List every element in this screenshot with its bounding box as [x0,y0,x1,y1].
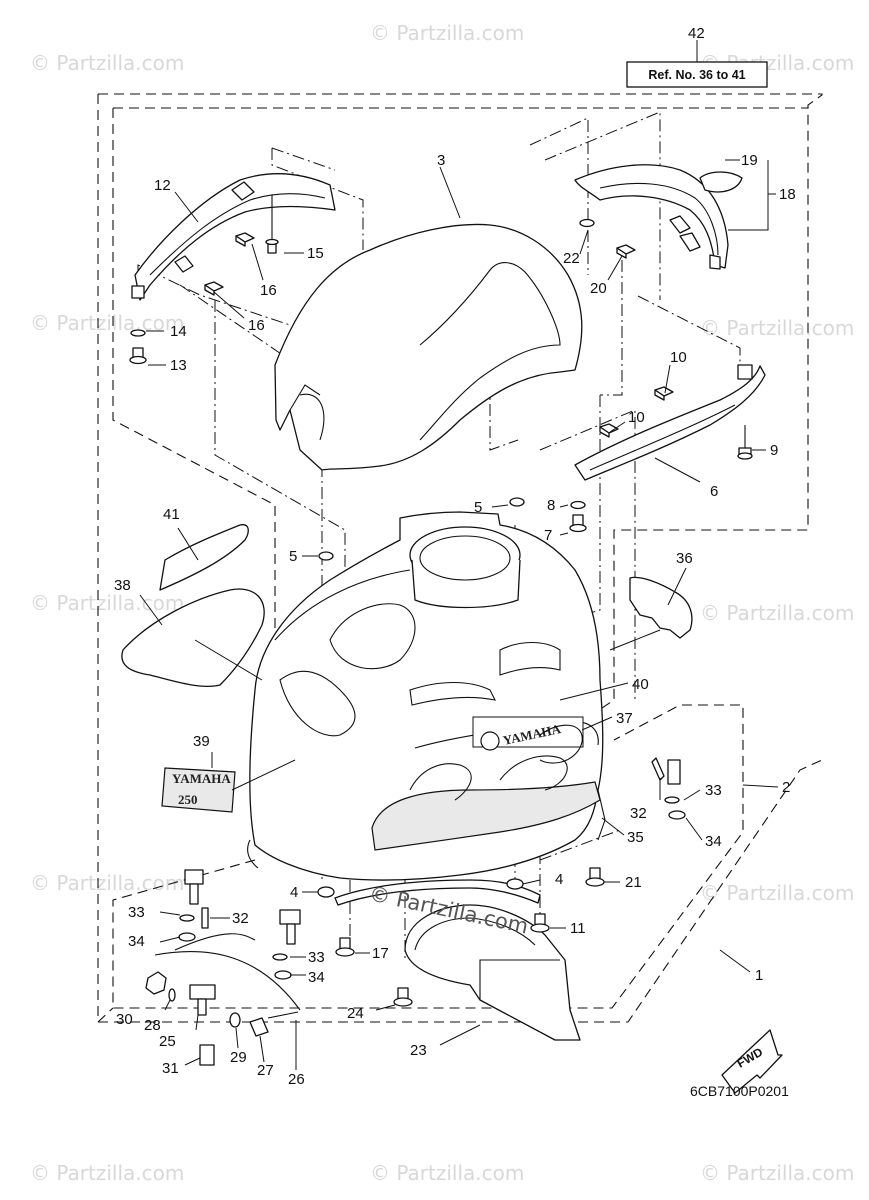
fasteners-top [129,195,753,561]
apron-seal-1 [334,879,541,906]
decal-brand-text: YAMAHA [172,771,231,786]
callout-21: 21 [625,874,642,891]
callout-38: 38 [114,577,131,594]
watermark: © Partzilla.com [30,51,184,75]
callout-37: 37 [616,710,633,727]
callout-25: 25 [159,1033,176,1050]
callout-33: 33 [705,782,722,799]
callout-4: 4 [555,871,563,888]
callout-4: 4 [290,884,298,901]
decal-38 [121,588,265,687]
callout-36: 36 [676,550,693,567]
callout-20: 20 [590,280,607,297]
watermark: © Partzilla.com [700,316,854,340]
watermark: © Partzilla.com [700,1161,854,1185]
callout-5: 5 [289,548,297,565]
ref-box-text: Ref. No. 36 to 41 [648,68,745,82]
callout-28: 28 [144,1017,161,1034]
decal-36 [629,576,693,639]
callout-17: 17 [372,945,389,962]
decal-41 [159,524,249,591]
callout-10: 10 [628,409,645,426]
callout-34: 34 [308,969,325,986]
callout-13: 13 [170,357,187,374]
watermark: © Partzilla.com [30,1161,184,1185]
callout-42: 42 [688,25,705,42]
fasteners-bottom [145,757,686,1066]
watermark: © Partzilla.com [370,21,524,45]
callout-19: 19 [741,152,758,169]
diagram-code: 6CB7100P0201 [690,1083,789,1099]
callout-33: 33 [128,904,145,921]
callout-27: 27 [257,1062,274,1079]
callout-31: 31 [162,1060,179,1077]
pad-19 [699,171,743,193]
callout-22: 22 [563,250,580,267]
callout-8: 8 [547,497,555,514]
ref-box: Ref. No. 36 to 41 [626,40,768,88]
mount-bracket-right [574,164,729,270]
watermark: © Partzilla.com [30,591,184,615]
callout-41: 41 [163,506,180,523]
callout-16: 16 [248,317,265,334]
callout-18: 18 [779,186,796,203]
callout-2: 2 [782,779,790,796]
callout-34: 34 [128,933,145,950]
bottom-cowling: YAMAHA [247,511,606,881]
decal-39: YAMAHA 250 [161,767,236,813]
callout-39: 39 [193,733,210,750]
watermark: © Partzilla.com [30,871,184,895]
callout-10: 10 [670,349,687,366]
callout-7: 7 [544,527,552,544]
watermark: © Partzilla.com [370,1161,524,1185]
leader-lines [139,159,779,1070]
decal-model-text: 250 [178,792,198,807]
callout-6: 6 [710,483,718,500]
callout-33: 33 [308,949,325,966]
bracket-6 [574,364,766,481]
callout-29: 29 [230,1049,247,1066]
callout-24: 24 [347,1005,364,1022]
callout-11: 11 [570,920,586,937]
callout-labels: 1 2 3 4 4 5 5 6 7 8 9 10 10 11 12 13 14 … [114,25,796,1088]
watermark: © Partzilla.com [700,601,854,625]
callout-30: 30 [116,1011,133,1028]
callout-9: 9 [770,442,778,459]
callout-16: 16 [260,282,277,299]
callout-34: 34 [705,833,722,850]
callout-14: 14 [170,323,187,340]
callout-1: 1 [755,967,763,984]
callout-40: 40 [632,676,649,693]
upper-top-cowling [274,223,583,471]
callout-23: 23 [410,1042,427,1059]
callout-12: 12 [154,177,171,194]
callout-5: 5 [474,499,482,516]
callout-26: 26 [288,1071,305,1088]
mount-bracket-left [131,173,336,301]
callout-35: 35 [627,829,644,846]
callout-32: 32 [630,805,647,822]
watermark: © Partzilla.com [700,881,854,905]
callout-32: 32 [232,910,249,927]
callout-3: 3 [437,152,445,169]
callout-15: 15 [307,245,324,262]
